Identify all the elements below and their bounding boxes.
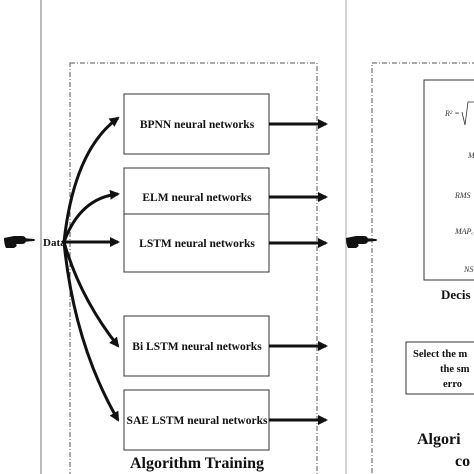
formula-map: MAPₑ bbox=[454, 227, 474, 236]
arrow-to-bilstm bbox=[62, 241, 120, 348]
network-box-saelstm bbox=[123, 389, 270, 451]
right-title-line-2: co bbox=[455, 453, 470, 470]
right-title-line-1: Algori bbox=[417, 431, 461, 448]
pointing-hand-icon bbox=[346, 236, 377, 248]
network-label-bilstm: Bi LSTM neural networks bbox=[132, 341, 262, 353]
arrow-to-bpnn bbox=[62, 116, 120, 243]
data-label: Data bbox=[43, 237, 66, 249]
network-box-bpnn bbox=[123, 93, 270, 155]
pointing-hand-icon bbox=[4, 236, 35, 248]
training-panel bbox=[69, 62, 318, 474]
formula-r2: R² = bbox=[444, 109, 460, 118]
selection-line-2: the sm bbox=[440, 364, 470, 375]
formula-box bbox=[423, 79, 474, 281]
decision-panel bbox=[371, 62, 474, 474]
selection-line-3: erro bbox=[443, 379, 462, 390]
arrow-to-saelstm bbox=[62, 241, 120, 422]
network-label-saelstm: SAE LSTM neural networks bbox=[127, 415, 268, 427]
network-label-bpnn: BPNN neural networks bbox=[140, 119, 255, 131]
training-title: Algorithm Training bbox=[130, 455, 264, 472]
selection-box bbox=[405, 341, 474, 395]
decision-title: Decis bbox=[441, 287, 471, 302]
formula-rms: RMS bbox=[454, 191, 471, 200]
arrow-to-elm bbox=[62, 189, 120, 243]
sqrt-symbol bbox=[461, 101, 474, 126]
formula-ns: NS bbox=[463, 265, 473, 274]
network-label-lstm: LSTM neural networks bbox=[139, 238, 255, 250]
selection-line-1: Select the m bbox=[413, 349, 467, 360]
formula-m: M bbox=[467, 151, 474, 160]
network-label-elm: ELM neural networks bbox=[142, 192, 252, 204]
